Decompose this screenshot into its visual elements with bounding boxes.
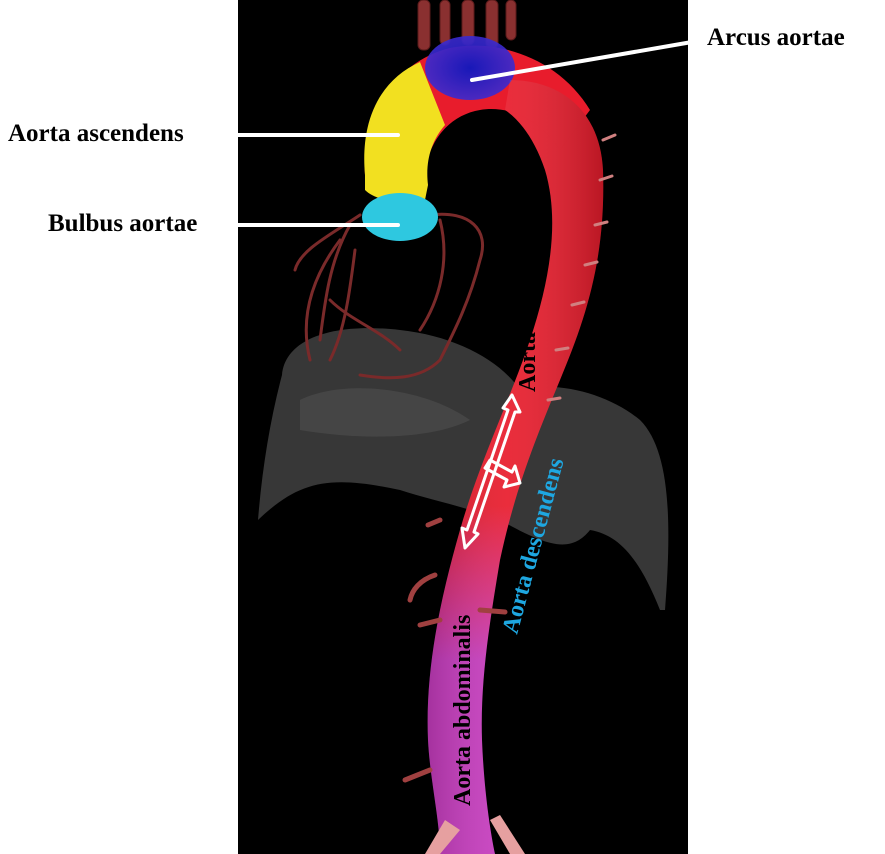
label-bulbus-aortae: Bulbus aortae	[48, 210, 197, 237]
label-aorta-abdominalis: Aorta abdominalis	[450, 615, 476, 806]
bulbus-region	[362, 193, 438, 241]
arcus-region	[425, 36, 515, 100]
label-aorta-thoracica: Aorta thoracica	[515, 230, 541, 392]
label-aorta-ascendens: Aorta ascendens	[8, 120, 184, 147]
label-arcus-aortae: Arcus aortae	[707, 24, 845, 51]
